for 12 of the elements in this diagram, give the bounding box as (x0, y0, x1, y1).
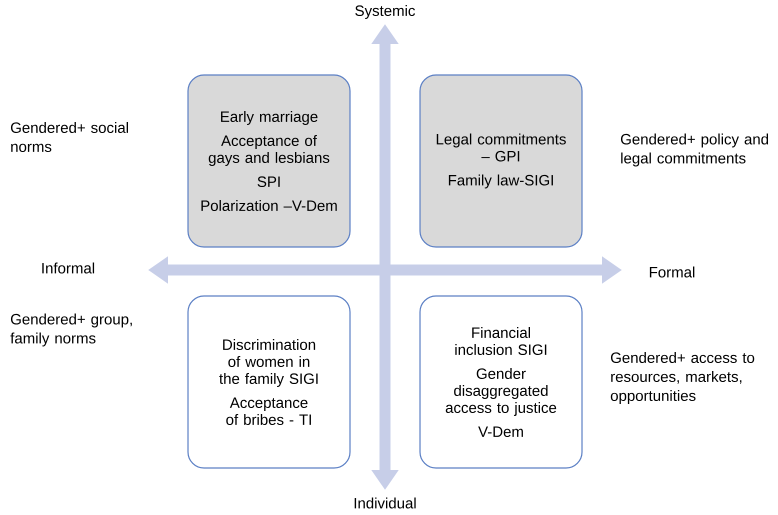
axis-label: Formal (650, 266, 694, 278)
quadrant-box: Early marriage Acceptance of gays and lesbians SPI Polarization –V-Dem (187, 74, 351, 248)
axis-label: Individual (354, 498, 416, 508)
quadrant-box: Financial inclusion SIGI Gender disaggregated access to justice V-Dem (419, 295, 583, 469)
axis-label: Gendered+ group, family norms (10, 314, 132, 346)
axis-label: Gendered+ policy and legal commitments (620, 134, 768, 166)
quadrant-box: Discrimination of women in the family SIGI Acceptance of bribes - TI (187, 295, 351, 469)
axis-label: Systemic (355, 5, 416, 19)
axis-label: Gendered+ access to resources, markets, opportunities (610, 352, 754, 404)
quadrant-box: Legal commitments – GPI Family law-SIGI (419, 74, 583, 248)
axis-label: Informal (42, 262, 94, 274)
axis-label: Gendered+ social norms (10, 122, 128, 152)
